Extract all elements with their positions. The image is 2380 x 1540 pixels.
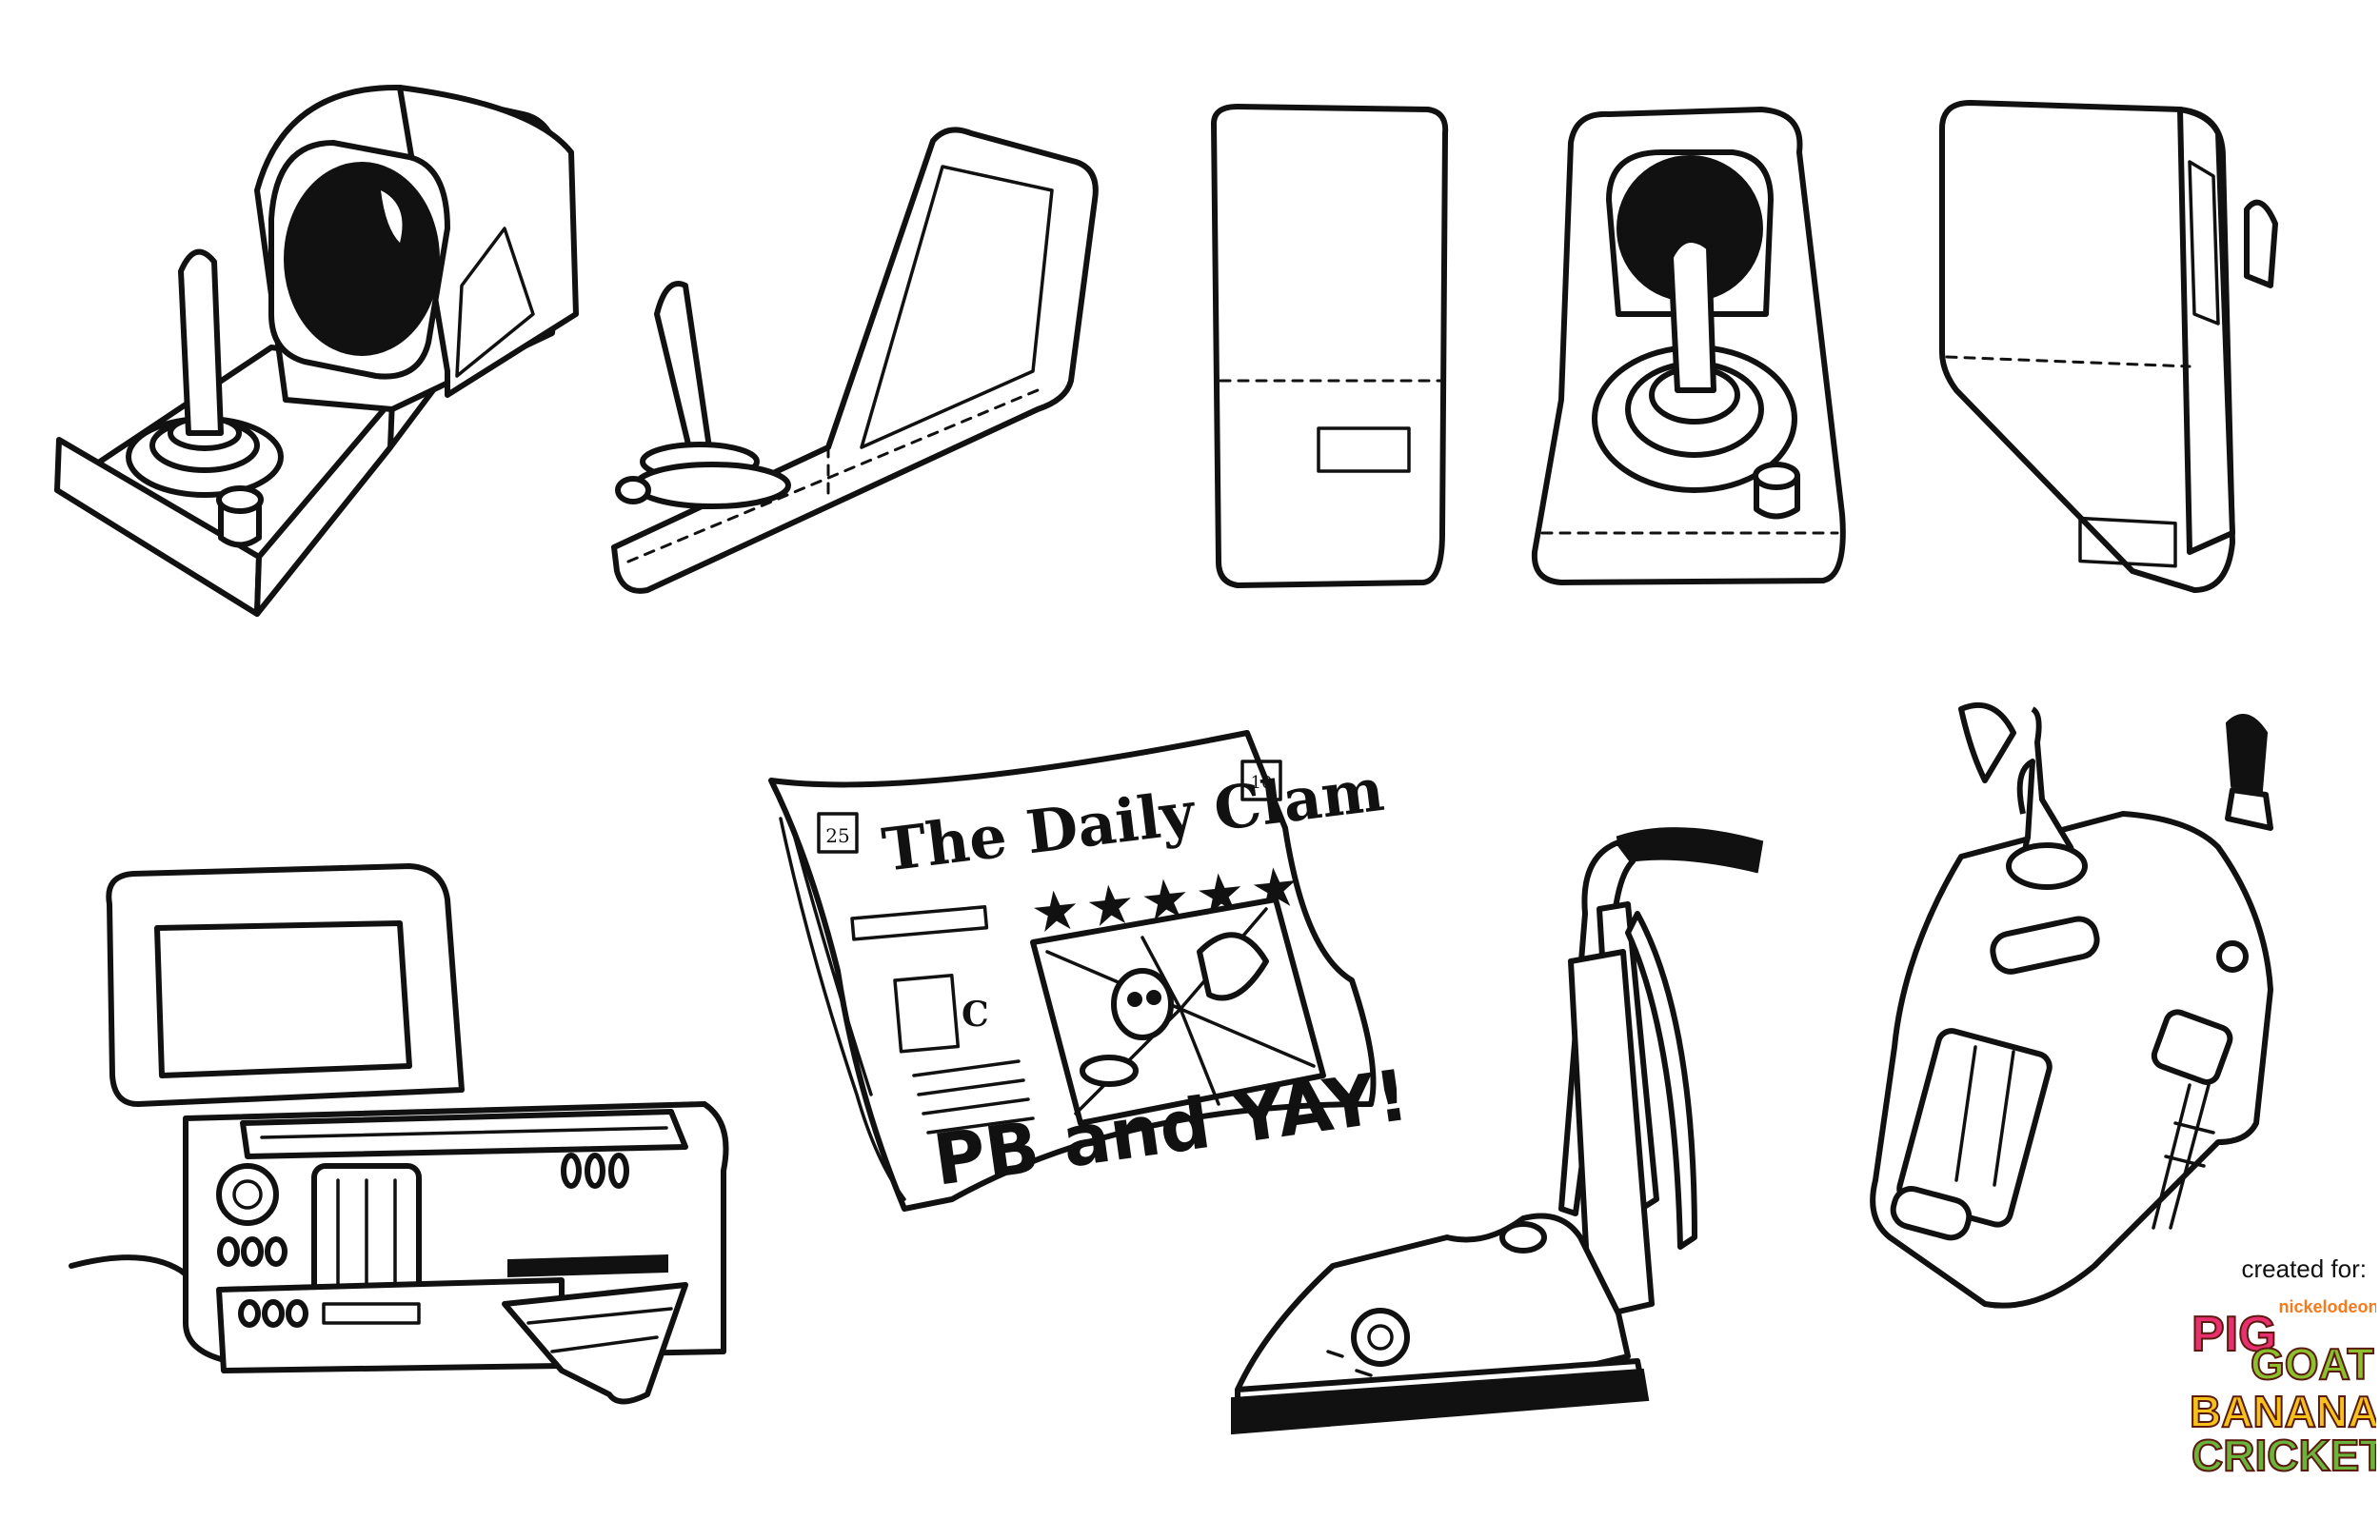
logo-line-banana: BANANA (2190, 1387, 2376, 1436)
column-drop-cap: C (962, 995, 989, 1035)
logo-line-cricket: CRICKET (2192, 1431, 2376, 1480)
logo-line-pig: PIG (2192, 1307, 2277, 1362)
arcade-controller-side-view (611, 127, 1099, 594)
arcade-controller-three-quarter-view (54, 84, 579, 617)
logo-network: nickelodeon (2278, 1297, 2376, 1316)
remote-control-device-prop (1870, 702, 2273, 1309)
show-logo: nickelodeon PIG GOAT BANANA CRICKET (2189, 1297, 2380, 1481)
newspaper-the-daily-clam: 25 10 The Daily Clam ★★★★★ C PB and YAY! (768, 730, 1413, 1212)
corner-box-right: 10 (1251, 773, 1273, 793)
logo-line-goat: GOAT (2251, 1339, 2373, 1389)
corner-box-left: 25 (825, 824, 849, 847)
arcade-controller-back-view (1211, 104, 1449, 588)
upright-vacuum-prop (1231, 827, 1764, 1435)
credit-block: created for: nickelodeon PIG GOAT BANANA… (2186, 1254, 2380, 1538)
printer-scanner-prop (69, 863, 729, 1405)
credit-created-for: created for: (2241, 1254, 2367, 1283)
arcade-controller-back-three-quarter-view (1939, 100, 2278, 593)
arcade-controller-front-view (1531, 107, 1846, 585)
